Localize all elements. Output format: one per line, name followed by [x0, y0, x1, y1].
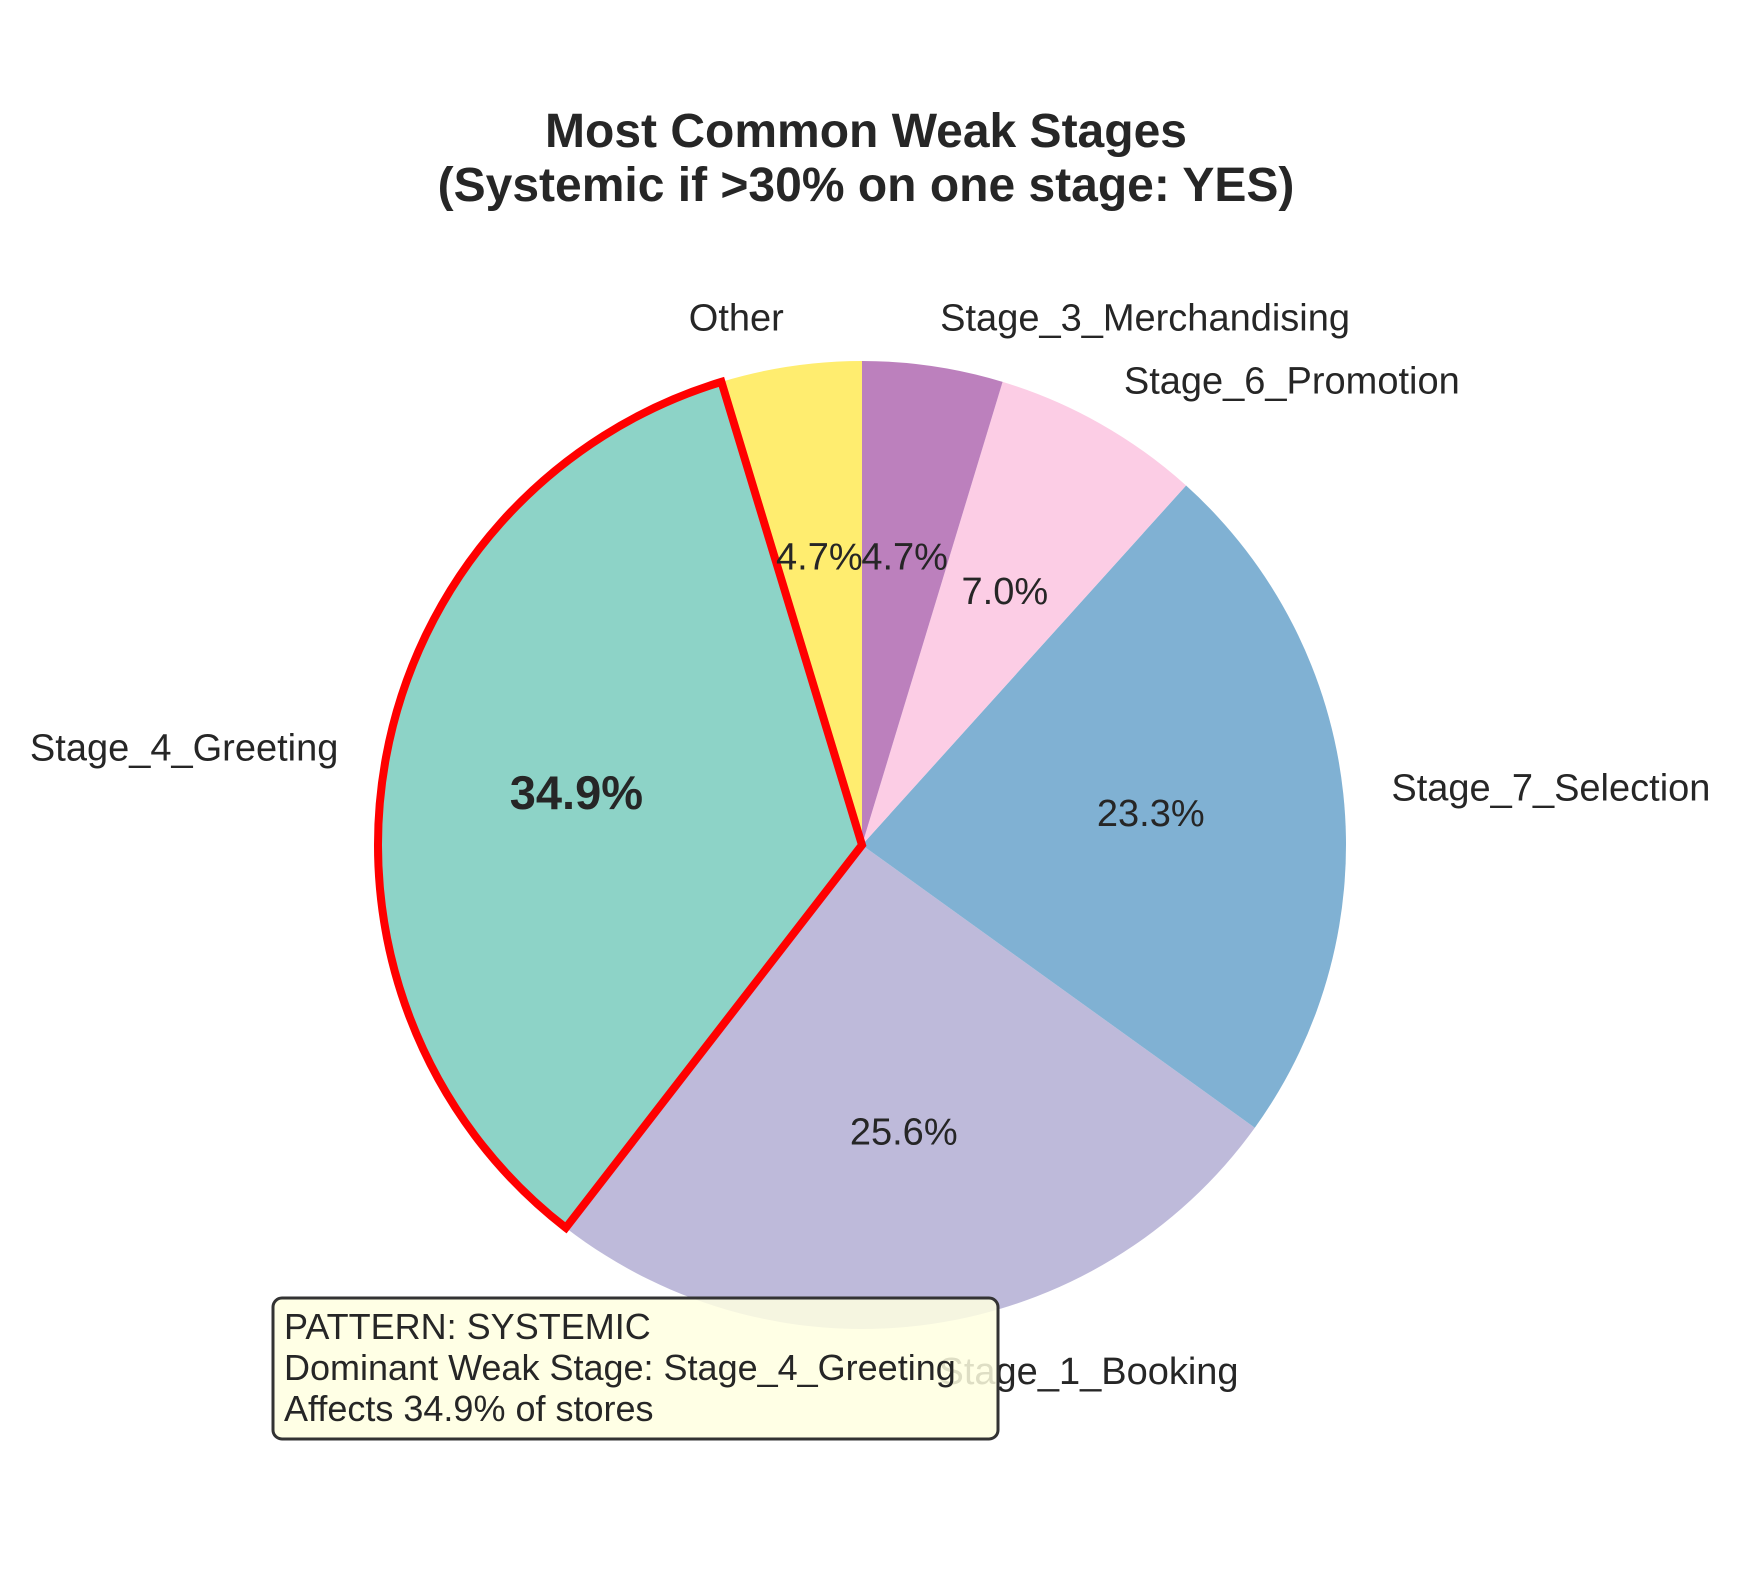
- annotation-box: PATTERN: SYSTEMIC Dominant Weak Stage: S…: [271, 1296, 1000, 1441]
- slice-label-stage-4-greeting: Stage_4_Greeting: [30, 728, 338, 770]
- annotation-line-pattern: PATTERN: SYSTEMIC: [284, 1306, 651, 1347]
- pie-slice-stage-7-selection: [862, 485, 1346, 1128]
- pct-label-stage-6-promotion: 7.0%: [962, 571, 1049, 613]
- slice-label-stage-6-promotion: Stage_6_Promotion: [1124, 360, 1460, 402]
- pie-slice-stage-1-booking: [565, 845, 1255, 1329]
- slice-label-stage-7-selection: Stage_7_Selection: [1391, 767, 1710, 809]
- annotation-line-affects: Affects 34.9% of stores: [284, 1388, 654, 1429]
- slice-labels: OtherStage_4_GreetingStage_1_BookingStag…: [30, 297, 1710, 1393]
- percentage-labels: 4.7% 34.9% 25.6% 23.3% 7.0% 4.7%: [510, 537, 1205, 1154]
- annotation-line-dominant-stage: Dominant Weak Stage: Stage_4_Greeting: [284, 1347, 956, 1388]
- pct-label-stage-1-booking: 25.6%: [850, 1111, 958, 1153]
- annotation-background: [271, 1296, 1000, 1441]
- pie-slice-stage-4-greeting: [374, 376, 867, 1234]
- pct-label-stage-7-selection: 23.3%: [1097, 793, 1205, 835]
- pie-slices: [374, 361, 1346, 1329]
- chart-subtitle: (Systemic if >30% on one stage: YES): [438, 159, 1295, 212]
- slice-label-other: Other: [689, 297, 784, 339]
- pct-label-stage-3-merchandising: 4.7%: [861, 537, 948, 579]
- pct-label-stage-4-greeting: 34.9%: [510, 766, 643, 819]
- pie-slice-stage-6-promotion: [862, 381, 1187, 845]
- pct-label-other: 4.7%: [776, 537, 863, 579]
- chart-title: Most Common Weak Stages: [545, 105, 1187, 158]
- slice-label-stage-3-merchandising: Stage_3_Merchandising: [940, 297, 1350, 339]
- pie-slice-stage-3-merchandising: [862, 361, 1003, 845]
